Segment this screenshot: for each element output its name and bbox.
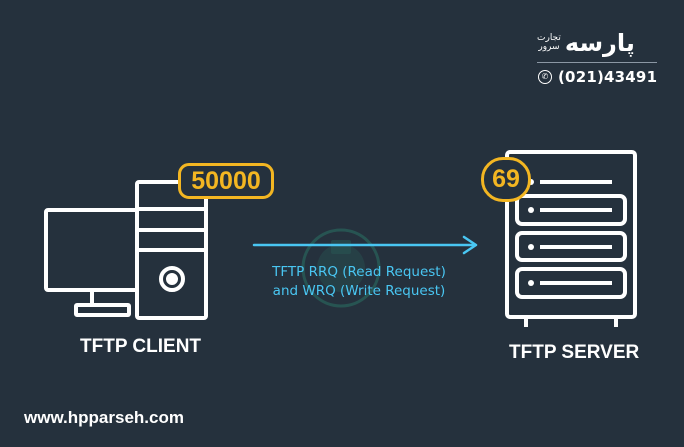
server-caption: TFTP SERVER [509, 342, 640, 363]
server-rack-icon [505, 150, 637, 327]
brand-tagline-line2: سرور [538, 42, 560, 52]
brand-tagline-line1: تجارت [537, 32, 561, 43]
brand-logo: پارسه تجارت سرور [537, 28, 659, 58]
arrow-label-line1: TFTP RRQ (Read Request) [272, 264, 446, 280]
phone-icon: ✆ [538, 70, 552, 84]
request-arrow [252, 235, 478, 255]
client-port-badge: 50000 [178, 163, 274, 199]
brand-name: پارسه [564, 29, 635, 57]
brand-tagline: تجارت سرور [537, 32, 561, 53]
server-port-badge: 69 [481, 157, 531, 202]
desktop-computer-icon [44, 180, 208, 320]
website-url: www.hpparseh.com [24, 408, 184, 427]
arrow-label-line2: and WRQ (Write Request) [272, 283, 446, 299]
phone-contact: ✆ (021)43491 [538, 66, 658, 88]
arrow-label: TFTP RRQ (Read Request) and WRQ (Write R… [254, 263, 464, 301]
watermark-icon [301, 228, 381, 308]
brand-divider [537, 62, 657, 63]
phone-number: (021)43491 [558, 68, 658, 86]
client-caption: TFTP CLIENT [80, 336, 202, 357]
